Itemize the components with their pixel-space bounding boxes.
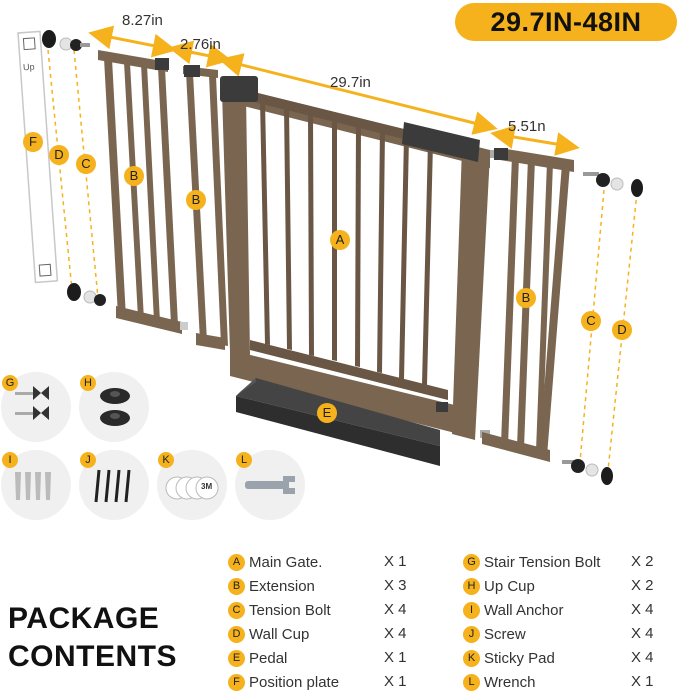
label-b-right: B	[516, 288, 536, 308]
right-extension	[482, 148, 574, 462]
list-qty: X 1	[384, 553, 407, 570]
list-letter: E	[228, 649, 245, 667]
list-qty: X 2	[631, 553, 654, 570]
list-letter: C	[228, 601, 245, 619]
list-name: Main Gate.	[249, 553, 323, 571]
position-plate-up-text: Up	[22, 61, 35, 73]
dim-left-extension: 8.27in	[122, 12, 163, 29]
list-name: Screw	[484, 625, 526, 643]
pedal	[236, 378, 440, 466]
list-qty: X 4	[631, 625, 654, 642]
label-b-small: B	[186, 190, 206, 210]
list-letter: G	[463, 553, 480, 571]
label-c-left: C	[76, 154, 96, 174]
up-cup-icon	[100, 388, 130, 426]
sticky-pad-icon	[165, 476, 219, 500]
label-c-right: C	[581, 311, 601, 331]
list-qty: X 1	[384, 673, 407, 690]
list-qty: X 4	[384, 601, 407, 618]
package-title-line-1: PACKAGE	[8, 602, 160, 635]
list-name: Pedal	[249, 649, 288, 667]
list-name: Extension	[249, 577, 315, 595]
left-hardware-top	[42, 30, 90, 51]
left-extension	[98, 50, 188, 334]
gate-illustration	[17, 25, 643, 485]
label-j: J	[80, 452, 96, 468]
list-name: Wrench	[484, 673, 536, 691]
dim-right-extension: 5.51n	[508, 118, 546, 135]
list-letter: B	[228, 577, 245, 595]
stair-tension-bolt-icon	[15, 386, 49, 420]
list-letter: K	[463, 649, 480, 667]
main-gate	[220, 76, 500, 440]
dim-arrow-right-extension	[490, 125, 580, 156]
package-title-line-2: CONTENTS	[8, 640, 177, 673]
label-d-left: D	[49, 145, 69, 165]
label-a: A	[330, 230, 350, 250]
label-d-right: D	[612, 320, 632, 340]
right-hardware-top	[583, 172, 643, 197]
dim-arrow-small-extension	[168, 40, 232, 68]
right-hardware-bottom	[562, 459, 613, 485]
list-name: Position plate	[249, 673, 340, 691]
dim-small-extension: 2.76in	[180, 36, 221, 53]
list-qty: X 1	[631, 673, 654, 690]
list-qty: X 4	[631, 601, 654, 618]
list-letter: H	[463, 577, 480, 595]
list-qty: X 4	[631, 649, 654, 666]
list-qty: X 2	[631, 577, 654, 594]
sticky-pad-brand-text: 3M	[201, 482, 213, 491]
list-letter: L	[463, 673, 480, 691]
screw-icon	[94, 469, 131, 503]
list-name: Up Cup	[484, 577, 535, 595]
size-range-badge: 29.7IN-48IN	[455, 3, 677, 41]
label-f: F	[23, 132, 43, 152]
list-letter: I	[463, 601, 480, 619]
list-letter: D	[228, 625, 245, 643]
list-name: Wall Cup	[249, 625, 310, 643]
list-qty: X 3	[384, 577, 407, 594]
wall-anchor-icon	[15, 472, 51, 500]
position-plate	[17, 30, 59, 284]
label-b-left: B	[124, 166, 144, 186]
package-contents-title: PACKAGE CONTENTS	[8, 600, 177, 676]
dim-arrow-left-extension	[88, 25, 177, 58]
list-qty: X 1	[384, 649, 407, 666]
label-i: I	[2, 452, 18, 468]
left-hardware-bottom	[67, 283, 106, 306]
list-letter: F	[228, 673, 245, 691]
dim-main-gate: 29.7in	[330, 74, 371, 91]
list-name: Stair Tension Bolt	[484, 553, 601, 571]
label-g: G	[2, 375, 18, 391]
label-k: K	[158, 452, 174, 468]
list-name: Tension Bolt	[249, 601, 331, 619]
list-qty: X 4	[384, 625, 407, 642]
dim-arrow-main-gate	[218, 53, 498, 135]
list-name: Wall Anchor	[484, 601, 564, 619]
wrench-icon	[245, 476, 295, 494]
label-l: L	[236, 452, 252, 468]
label-h: H	[80, 375, 96, 391]
list-name: Sticky Pad	[484, 649, 555, 667]
label-e: E	[317, 403, 337, 423]
list-letter: A	[228, 553, 245, 571]
list-letter: J	[463, 625, 480, 643]
